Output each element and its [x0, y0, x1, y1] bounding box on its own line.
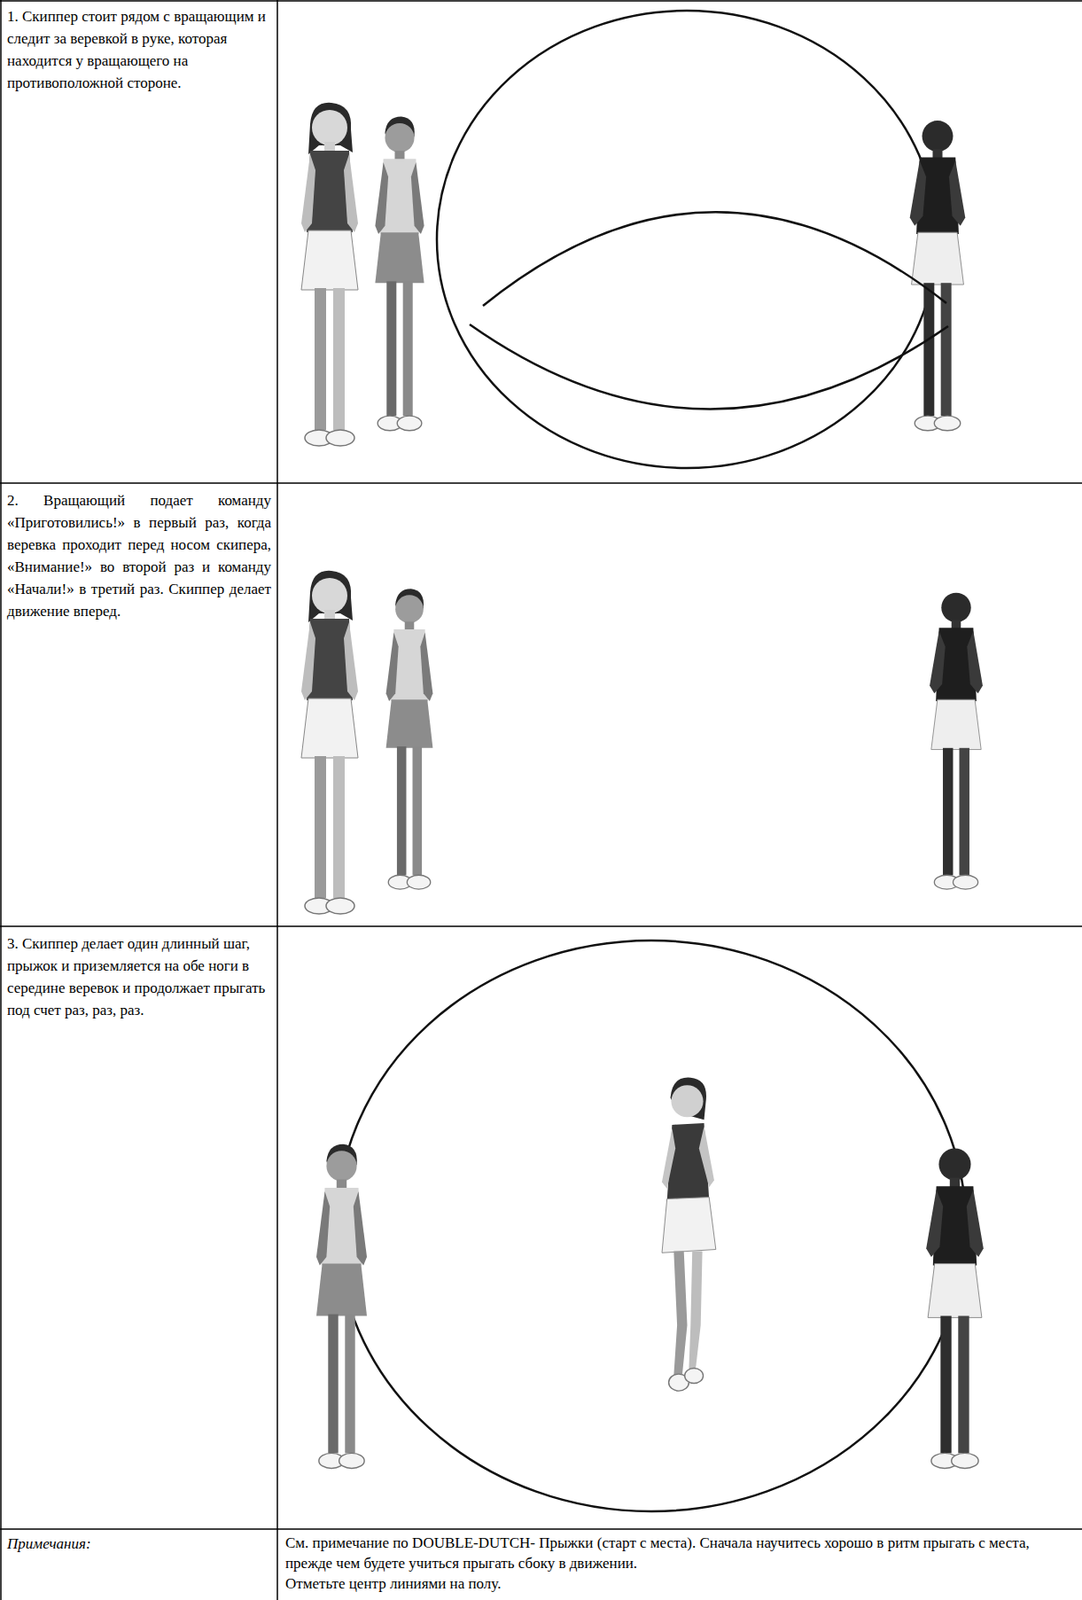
step-text: 3. Скиппер делает один длинный шаг, прыж…	[7, 932, 272, 1021]
notes-heading: Примечания:	[7, 1532, 272, 1555]
rope-scene-1	[301, 10, 966, 468]
note-text: Отметьте центр линиями на полу.	[285, 1572, 1075, 1594]
rope-scene-3	[316, 940, 984, 1511]
step-text: 1. Скиппер стоит рядом с вращающим и сле…	[7, 5, 272, 94]
step-text: 2. Вращающий подает команду «Приготовили…	[7, 489, 272, 623]
rope-scene-2	[301, 211, 983, 914]
note-text: См. примечание по DOUBLE-DUTCH- Прыжки (…	[285, 1532, 1075, 1573]
